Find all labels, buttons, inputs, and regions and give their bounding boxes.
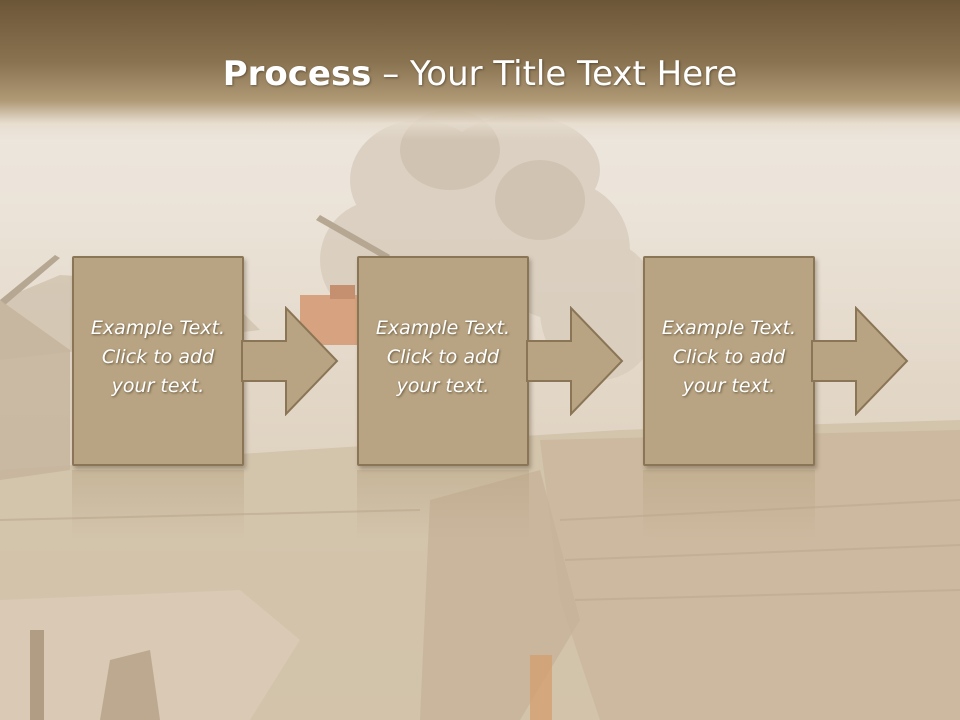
process-step-1-box[interactable]: Example Text. Click to add your text. <box>72 256 244 466</box>
slide-title[interactable]: Process – Your Title Text Here <box>0 50 960 98</box>
box-reflection <box>643 470 815 540</box>
process-step-3-box[interactable]: Example Text. Click to add your text. <box>643 256 815 466</box>
step-text-line: Click to add <box>101 346 215 368</box>
step-text-line: your text. <box>111 375 205 397</box>
title-band <box>0 0 960 140</box>
right-arrow-icon <box>241 306 339 416</box>
process-step-1-text[interactable]: Example Text. Click to add your text. <box>74 314 242 401</box>
box-reflection <box>357 470 529 540</box>
right-arrow-icon <box>811 306 909 416</box>
step-text-line: Example Text. <box>90 317 226 339</box>
process-step-2-text[interactable]: Example Text. Click to add your text. <box>359 314 527 401</box>
process-step-3-text[interactable]: Example Text. Click to add your text. <box>645 314 813 401</box>
step-text-line: your text. <box>682 375 776 397</box>
step-text-line: your text. <box>396 375 490 397</box>
step-text-line: Click to add <box>386 346 500 368</box>
step-text-line: Example Text. <box>661 317 797 339</box>
box-reflection <box>72 470 244 540</box>
title-bold: Process <box>222 54 372 94</box>
process-step-2-box[interactable]: Example Text. Click to add your text. <box>357 256 529 466</box>
step-text-line: Example Text. <box>375 317 511 339</box>
title-rest: – Your Title Text Here <box>371 54 738 94</box>
step-text-line: Click to add <box>672 346 786 368</box>
right-arrow-icon <box>526 306 624 416</box>
